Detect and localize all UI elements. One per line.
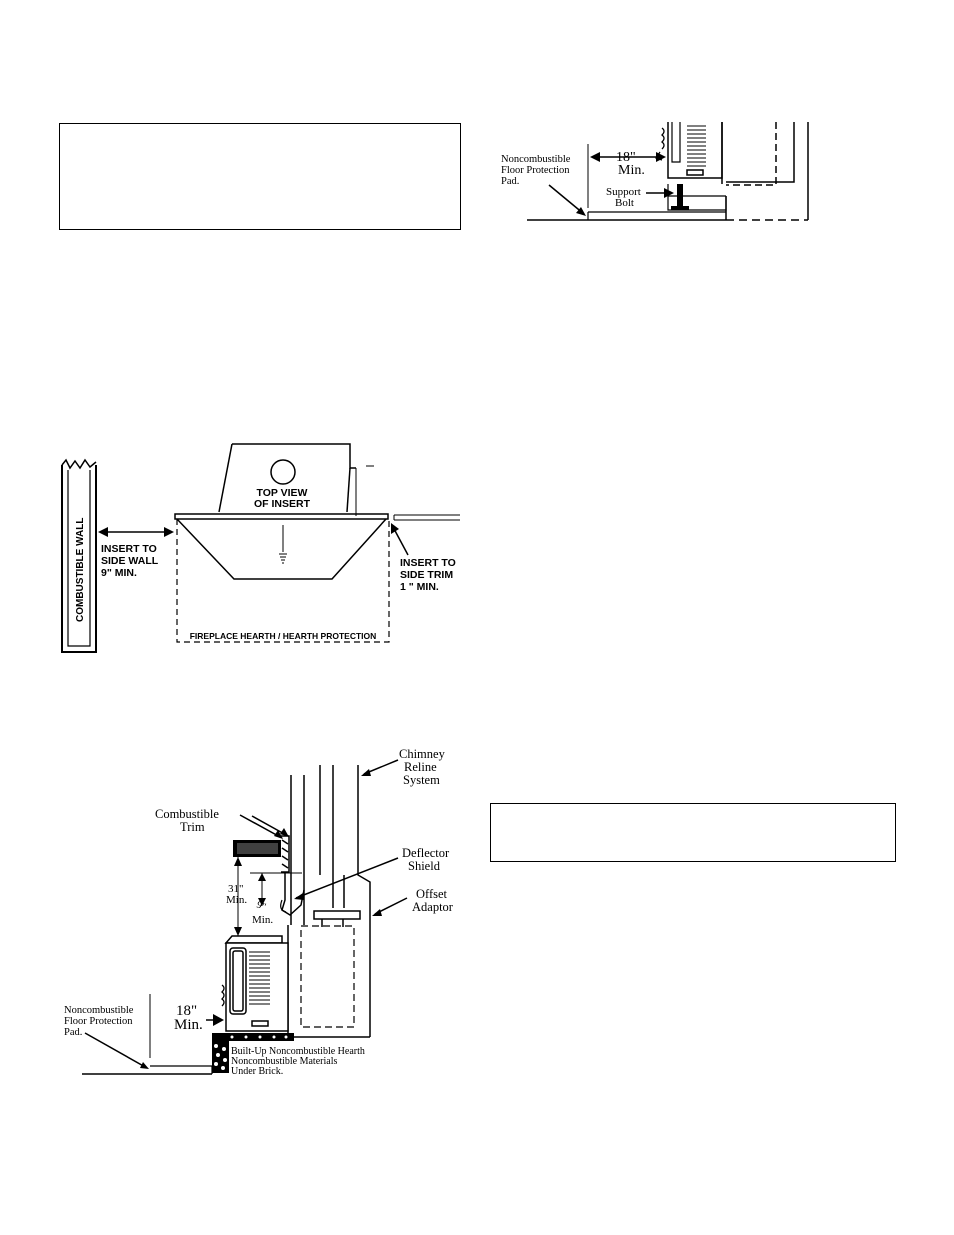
combustible-wall: COMBUSTIBLE WALL [61, 458, 97, 653]
notice-box-bottom-right [490, 803, 896, 862]
side-wall-dimension: INSERT TO SIDE WALL 9" MIN. [98, 527, 174, 579]
built-up-hearth [212, 1033, 294, 1073]
side-pad-label-line2: Floor Protection [64, 1016, 133, 1027]
chimney-label-line2: Reline [404, 760, 437, 774]
side-pad-label-line3: Pad. [64, 1027, 82, 1038]
side-trim [393, 514, 460, 521]
side-view-18-min-dimension: 18" Min. [174, 1003, 224, 1033]
bolt-18-unit: Min. [618, 163, 645, 178]
deflector-shield [280, 873, 305, 916]
side-trim-line3: 1 " MIN. [400, 581, 439, 593]
bolt-pad-label-line1: Noncombustible [501, 154, 571, 165]
side-wall-line3: 9" MIN. [101, 567, 137, 579]
support-bolt-label-line2: Bolt [615, 197, 634, 209]
mantel-clearance-dimensions: 31" Min. 9" Min. [226, 857, 302, 936]
dim9-unit: Min. [252, 914, 273, 926]
side-view-installation-diagram: 31" Min. 9" Min. 18" Min. [64, 747, 454, 1077]
offset-label-line2: Adaptor [412, 900, 454, 914]
bolt-view-labels: Noncombustible Floor Protection Pad. 18"… [501, 150, 645, 209]
hearth-label-line2: Noncombustible Materials [231, 1056, 337, 1067]
insert-label-line2: OF INSERT [254, 498, 311, 510]
bolt-pad-label-line3: Pad. [501, 176, 519, 187]
bolt-view-fireplace [721, 122, 809, 221]
bolt-view-floor-pad [527, 144, 726, 221]
side-wall-line2: SIDE WALL [101, 555, 159, 567]
wall-label: COMBUSTIBLE WALL [75, 518, 86, 622]
combustible-trim-mantel [233, 835, 290, 873]
chimney-label-line1: Chimney [399, 747, 446, 761]
support-bolt-label-line1: Support [606, 186, 641, 198]
deflector-label-line1: Deflector [402, 846, 450, 860]
offset-label-line1: Offset [416, 887, 448, 901]
deflector-label-line2: Shield [408, 859, 441, 873]
side-view-labels: Chimney Reline System Combustible Trim D… [64, 747, 454, 1077]
side-wall-line1: INSERT TO [101, 543, 157, 555]
callout-leaders [84, 759, 408, 1069]
support-bolt [667, 184, 727, 211]
top-view-clearance-diagram: COMBUSTIBLE WALL TOP VIEW OF INSERT FIRE… [61, 443, 460, 653]
hearth-label-line3: Under Brick. [231, 1066, 283, 1077]
chimney-liner [287, 765, 371, 1038]
bolt-view-insert-unit [655, 122, 723, 179]
insert-label-line1: TOP VIEW [257, 487, 308, 499]
insert-unit [221, 935, 289, 1032]
hearth-label-line1: Built-Up Noncombustible Hearth [231, 1046, 365, 1057]
bolt-pad-label-line2: Floor Protection [501, 165, 570, 176]
support-bolt-diagram: Noncombustible Floor Protection Pad. 18"… [501, 122, 809, 221]
side-trim-line2: SIDE TRIM [400, 569, 453, 581]
insert-top-view: TOP VIEW OF INSERT FIREPLACE HEARTH / HE… [174, 443, 390, 643]
trim-label-line1: Combustible [155, 807, 219, 821]
bolt-18-value: 18" [616, 150, 636, 165]
floor-protection-pad [82, 994, 213, 1075]
side-trim-line1: INSERT TO [400, 557, 456, 569]
hearth-protection-label: FIREPLACE HEARTH / HEARTH PROTECTION [190, 631, 377, 641]
dim9-value: 9" [255, 899, 267, 912]
chimney-label-line3: System [403, 773, 440, 787]
side-18-unit: Min. [174, 1017, 203, 1033]
notice-box-top-left [59, 123, 461, 230]
dim31-unit: Min. [226, 894, 247, 906]
side-trim-dimension: INSERT TO SIDE TRIM 1 " MIN. [391, 523, 456, 593]
side-pad-label-line1: Noncombustible [64, 1005, 134, 1016]
trim-label-line2: Trim [180, 820, 205, 834]
dim31-value: 31" [228, 883, 244, 895]
bolt-view-arrows [548, 152, 674, 216]
side-18-value: 18" [176, 1003, 197, 1019]
